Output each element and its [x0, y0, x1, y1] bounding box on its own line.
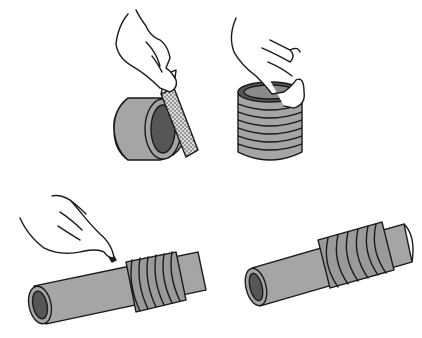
panel-deburr-pipe-end [114, 10, 198, 160]
hand-holding-file [116, 10, 176, 92]
panel-mark-depth [20, 196, 206, 326]
panel-insert-gasket [231, 18, 304, 160]
hand-holding-marker [20, 196, 114, 259]
panel-assembled-joint [242, 222, 413, 308]
